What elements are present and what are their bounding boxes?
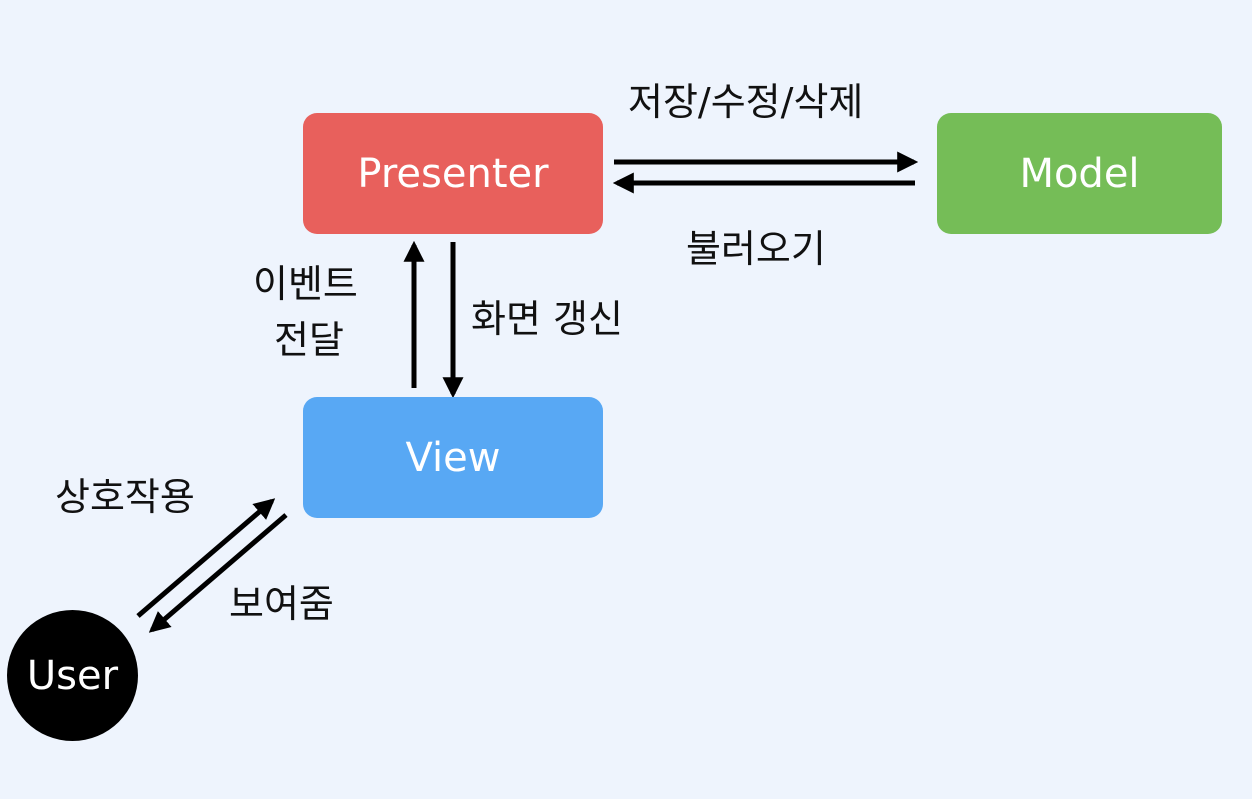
arrow-view-to-user [148,513,288,633]
model-node: Model [937,113,1222,234]
user-node: User [7,610,138,741]
view-to-presenter-label-line1: 이벤트 [253,262,358,306]
presenter-to-view-label: 화면 갱신 [471,297,623,341]
view-to-presenter-label-line2: 전달 [274,318,344,362]
user-label: User [26,652,119,699]
view-label: View [405,434,501,481]
presenter-node: Presenter [303,113,603,234]
view-to-user-label: 보여줌 [229,582,334,626]
view-node: View [303,397,603,518]
model-label: Model [1019,150,1140,197]
model-to-presenter-label: 불러오기 [686,227,826,271]
arrow-user-to-view [136,498,276,618]
user-to-view-label: 상호작용 [55,475,195,519]
presenter-label: Presenter [357,150,549,197]
presenter-to-model-label: 저장/수정/삭제 [628,80,864,124]
